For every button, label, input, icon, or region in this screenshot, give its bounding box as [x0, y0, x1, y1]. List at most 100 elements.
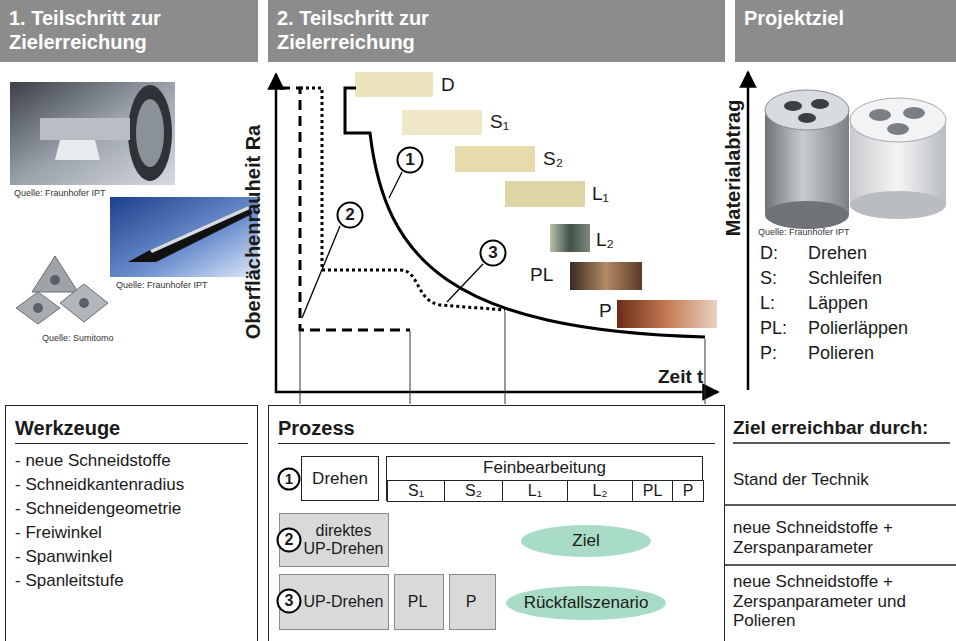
abbreviation: S:: [760, 268, 777, 289]
step-text: L₂: [592, 482, 607, 500]
surface-samples: [355, 72, 717, 328]
process-group: FeinbearbeitungS₁ S₂ L₁ L₂ PL P: [386, 456, 703, 501]
circle-shape: [278, 590, 301, 613]
circle-shape: [279, 469, 300, 490]
roughness-curves: [280, 88, 705, 337]
table-cell: neue Schneidstoffe + Zerspanparameter un…: [733, 572, 948, 631]
abbreviation: P:: [760, 343, 777, 364]
callout-text: 2: [345, 206, 354, 225]
ellipse-shape: [506, 586, 666, 620]
step-text: S₂: [465, 482, 482, 500]
list-item: - Schneidengeometrie: [15, 497, 248, 521]
step-text: PL: [643, 482, 663, 500]
callout-text: 3: [285, 592, 294, 610]
callout-number: 3: [479, 239, 507, 267]
source-note: Quelle: Fraunhofer IPT: [116, 280, 208, 290]
sample-label: L₂: [596, 229, 614, 251]
callout-text: 1: [285, 471, 293, 488]
callout-number: 2: [276, 527, 302, 553]
axis-label: Oberflächenrauheit Ra: [242, 125, 265, 340]
leader-lines: [302, 172, 483, 318]
parts-photo: [765, 90, 946, 229]
sample-label: S₁: [490, 111, 509, 133]
process-cell: L₁: [502, 480, 568, 502]
process-step: Drehen: [301, 456, 379, 501]
projection-lines: [300, 312, 705, 404]
source-note: Quelle: Fraunhofer IPT: [14, 188, 106, 198]
list-item: - neue Schneidstoffe: [15, 449, 248, 473]
callout-text: 2: [285, 531, 294, 549]
sample-label: P: [599, 300, 612, 322]
table-cell: Stand der Technik: [733, 470, 869, 490]
abbreviation-meaning: Schleifen: [808, 268, 882, 289]
source-note: Quelle: Fraunhofer IPT: [758, 227, 850, 237]
sample-label: PL: [530, 264, 553, 286]
process-panel: Prozess 1 Drehen FeinbearbeitungS₁ S₂ L₁ L₂ PL P…: [268, 405, 725, 641]
circle-shape: [278, 529, 301, 552]
callout-number: 1: [277, 467, 301, 491]
circle-shape: [398, 148, 423, 173]
process-step: PL: [394, 574, 444, 630]
circle-shape: [338, 203, 363, 228]
callout-text: 3: [488, 244, 497, 263]
step-text: S₁: [408, 482, 424, 500]
list-item: - Spanleitstufe: [15, 569, 248, 593]
chart-axes: [275, 74, 718, 393]
abbreviation: L:: [760, 293, 775, 314]
axis-label: Zeit t: [658, 366, 703, 388]
abbreviation-meaning: Polieren: [808, 343, 874, 364]
abbreviation-meaning: Polierläppen: [808, 318, 908, 339]
panel-heading: Prozess: [278, 416, 715, 444]
step-text: Drehen: [312, 469, 368, 489]
process-cell: P: [672, 480, 704, 502]
abbreviation: D:: [760, 243, 778, 264]
step-text: UP-Drehen: [303, 593, 383, 611]
header-bar: 2. Teilschritt zur Zielerreichung: [268, 0, 725, 62]
list-item: - Schneidkantenradius: [15, 473, 248, 497]
process-cell: S₁: [387, 480, 445, 502]
abbreviation: PL:: [760, 318, 787, 339]
group-text: Feinbearbeitung: [387, 457, 702, 478]
abbreviation-meaning: Läppen: [808, 293, 868, 314]
circle-shape: [481, 241, 506, 266]
tool-panel: Werkzeuge - neue Schneidstoffe- Schneidka…: [5, 405, 258, 641]
table-rules: [725, 443, 956, 565]
table-cell: neue Schneidstoffe + Zerspanparameter: [733, 518, 948, 557]
source-note: Quelle: Sumitomo: [42, 333, 114, 343]
column-heading: Ziel erreichbar durch:: [733, 417, 928, 439]
target-ellipse: Ziel: [521, 525, 651, 557]
process-cell: L₂: [567, 480, 633, 502]
step-text: direktes UP-Drehen: [302, 522, 385, 559]
list-item: - Freiwinkel: [15, 521, 248, 545]
abbreviation-meaning: Drehen: [808, 243, 867, 264]
process-cell: S₂: [444, 480, 503, 502]
step-text: PL: [408, 593, 428, 611]
process-step: P: [449, 574, 496, 630]
ellipse-text: Ziel: [572, 532, 599, 551]
ellipse-shape: [521, 525, 651, 557]
sample-label: L₁: [592, 183, 609, 205]
step-text: L₁: [528, 482, 542, 500]
step-text: P: [466, 593, 477, 611]
fallback-ellipse: Rückfallszenario: [506, 586, 666, 620]
callout-number: 3: [276, 588, 302, 614]
process-cell: PL: [632, 480, 673, 502]
tool-photo: [110, 197, 258, 277]
callout-number: 1: [396, 146, 424, 174]
header-text: Projektziel: [744, 7, 947, 31]
panel-heading: Werkzeuge: [15, 416, 248, 444]
header-text: 2. Teilschritt zur Zielerreichung: [277, 7, 517, 54]
insert-photo: [16, 256, 108, 324]
axis-label: Materialabtrag: [722, 100, 745, 237]
header-bar: Projektziel: [735, 0, 956, 62]
callout-text: 1: [405, 151, 414, 170]
sample-label: S₂: [543, 148, 563, 170]
header-text: 1. Teilschritt zur Zielerreichung: [9, 7, 249, 54]
callout-number: 2: [336, 201, 364, 229]
lathe-photo: [10, 82, 175, 185]
sample-label: D: [441, 74, 455, 96]
material-axis: [747, 72, 750, 390]
ellipse-text: Rückfallszenario: [524, 594, 649, 613]
list-item: - Spanwinkel: [15, 545, 248, 569]
